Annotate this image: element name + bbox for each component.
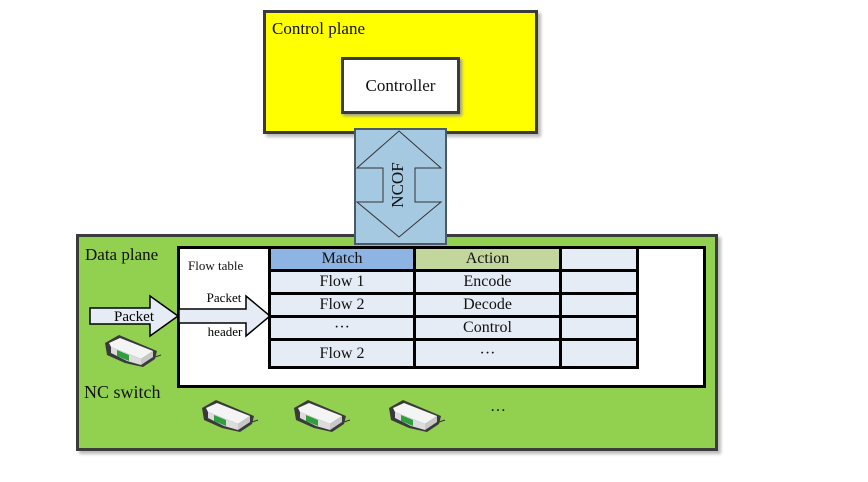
cell-action: Control [413, 315, 562, 341]
packet-arrow-icon: Packet [89, 294, 180, 338]
flow-table-label: Flow table [188, 258, 244, 273]
cell-extra [559, 269, 639, 295]
data-plane-label: Data plane [85, 245, 159, 264]
table-row: Flow 2 Decode [268, 292, 639, 318]
cell-action: Decode [413, 292, 562, 318]
cell-action: Encode [413, 269, 562, 295]
packet-header-label-top: Packet [207, 290, 242, 305]
packet-header-arrow-icon [178, 294, 272, 338]
cell-extra [559, 292, 639, 318]
cell-match: ··· [268, 315, 416, 341]
cell-match: Flow 2 [268, 338, 416, 369]
cell-match: Flow 1 [268, 269, 416, 295]
cell-action: ··· [413, 338, 562, 369]
cell-extra [559, 338, 639, 369]
more-switches-ellipsis: … [490, 398, 506, 415]
flow-table-header-row: Match Action [268, 246, 639, 272]
nc-switch-label: NC switch [84, 382, 161, 402]
switch-icon [294, 400, 351, 432]
header-match: Match [268, 246, 416, 272]
ncof-label: NCOF [388, 162, 407, 207]
table-row: Flow 1 Encode [268, 269, 639, 295]
ncof-double-arrow-icon: NCOF [355, 130, 443, 238]
controller-box: Controller [341, 57, 460, 114]
switch-icon [389, 400, 446, 432]
controller-label: Controller [365, 75, 436, 95]
switch-icon [202, 400, 259, 432]
header-extra [559, 246, 639, 272]
packet-label: Packet [114, 309, 155, 325]
flow-table: Match Action Flow 1 Encode Flow 2 Decode… [268, 246, 639, 369]
packet-header-label-bottom: header [208, 324, 243, 339]
table-row: ··· Control [268, 315, 639, 341]
table-row: Flow 2 ··· [268, 338, 639, 369]
cell-match: Flow 2 [268, 292, 416, 318]
header-action: Action [413, 246, 562, 272]
control-plane-label: Control plane [272, 19, 366, 38]
cell-extra [559, 315, 639, 341]
switch-icon [105, 335, 162, 367]
